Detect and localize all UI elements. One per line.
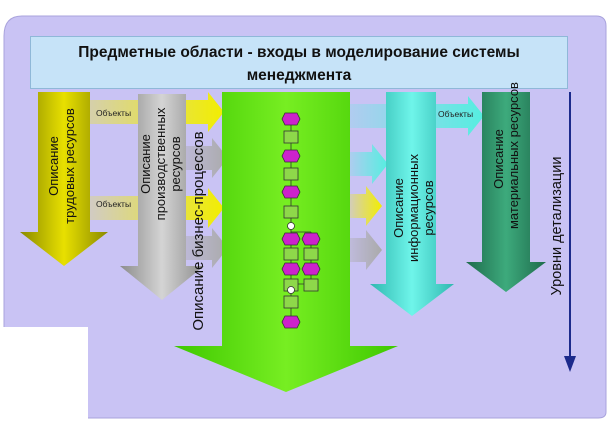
header-title-line2: менеджмента — [246, 67, 352, 84]
business-arrow-label: Описание бизнес-процессов — [190, 131, 210, 331]
process-event-node — [301, 232, 321, 246]
process-event-node — [281, 262, 301, 276]
yellow-labor-arrow — [20, 92, 108, 266]
detail-axis-label-text: Уровни детализации — [549, 156, 565, 296]
header-title-line1: Предметные области - входы в моделирован… — [78, 44, 520, 61]
process-function-box — [283, 205, 299, 219]
labor-arrow-label: Описание трудовых ресурсов — [46, 96, 82, 236]
gray-flow-arrow-mid — [178, 228, 228, 268]
production-arrow-label: Описание производственных ресурсов — [138, 94, 186, 234]
process-function-box — [283, 295, 299, 309]
labor-label-line: Описание — [46, 136, 61, 196]
process-function-box — [283, 130, 299, 144]
info-arrow-label: Описание информационных ресурсов — [391, 133, 439, 283]
info-label-line: ресурсов — [421, 180, 436, 236]
gray-flow-arrow-right — [348, 230, 382, 270]
material-arrow-label: Описание материальных ресурсов — [491, 82, 525, 229]
process-connector — [287, 286, 295, 294]
production-label-line: производственных — [153, 107, 168, 221]
process-function-box — [283, 167, 299, 181]
teal-material-arrow — [466, 92, 546, 292]
process-chain — [281, 112, 321, 329]
header-bar: Предметные области - входы в моделирован… — [30, 36, 568, 89]
process-function-box — [303, 278, 319, 292]
detail-axis-arrowhead — [564, 356, 576, 372]
business-label-line: Описание бизнес-процессов — [190, 131, 207, 331]
cyan-flow-arrow-upper-mid — [348, 144, 388, 184]
detail-axis-label: Уровни детализации — [548, 146, 568, 306]
info-label-line: Описание — [391, 178, 406, 238]
material-label-line: Описание — [491, 129, 506, 189]
process-event-node — [301, 262, 321, 276]
process-event-node — [281, 315, 301, 329]
process-connector — [287, 222, 295, 230]
info-label-line: информационных — [406, 154, 421, 262]
process-event-node — [281, 112, 301, 126]
cyan-info-arrow — [370, 92, 454, 316]
objects-label-top-left: Объекты — [96, 108, 132, 118]
process-event-node — [281, 185, 301, 199]
production-label-line: Описание — [138, 134, 153, 194]
labor-label-line: трудовых ресурсов — [62, 108, 77, 224]
gray-flow-arrow-top — [178, 138, 228, 178]
process-function-box — [303, 247, 319, 261]
production-label-line: ресурсов — [168, 136, 183, 192]
white-notch — [0, 327, 88, 421]
objects-label-top-right: Объекты — [438, 109, 474, 119]
process-function-box — [283, 247, 299, 261]
gray-production-arrow — [120, 94, 204, 300]
material-label-line: материальных ресурсов — [506, 82, 521, 229]
objects-label-mid-left: Объекты — [96, 199, 132, 209]
yellow-flow-arrow-right — [348, 186, 382, 226]
process-event-node — [281, 232, 301, 246]
process-event-node — [281, 149, 301, 163]
